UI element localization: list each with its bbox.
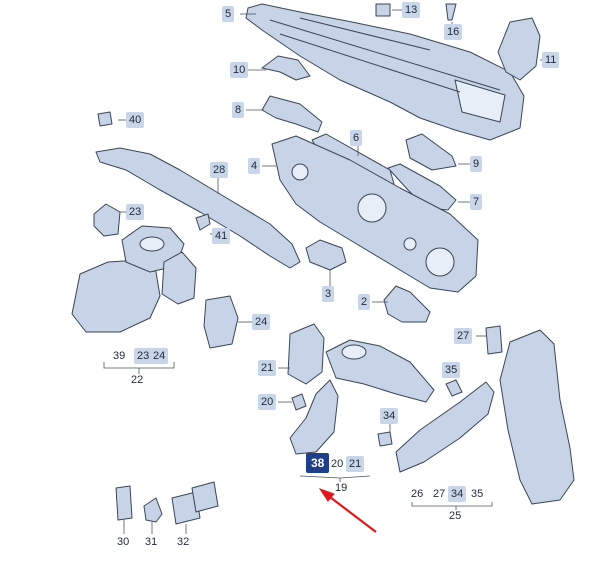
grommet-31 [143,497,163,523]
bracket-8 [261,95,323,133]
plate-3 [305,239,347,271]
panel-21 [287,323,325,385]
label-part-7[interactable]: 7 [470,194,483,210]
bumper-30 [115,485,133,521]
label-part-21[interactable]: 21 [258,360,277,376]
label-part-20-group[interactable]: 20 [331,458,344,470]
red-arrow [318,488,377,533]
bracket-23 [93,203,121,237]
label-part-11[interactable]: 11 [542,52,560,68]
label-part-40[interactable]: 40 [126,112,145,128]
label-part-28[interactable]: 28 [210,162,229,178]
label-part-21-group[interactable]: 21 [346,456,365,472]
label-part-23-group[interactable]: 23 [134,348,153,364]
rail-26 [395,381,495,473]
label-part-8[interactable]: 8 [232,102,245,118]
bracket-9 [405,133,457,171]
bracket-10 [261,55,311,81]
label-part-39[interactable]: 39 [113,350,126,362]
label-part-20[interactable]: 20 [258,394,277,410]
cross-member-28 [95,147,301,269]
bracket-27 [485,325,503,355]
label-part-6[interactable]: 6 [350,130,363,146]
label-part-23[interactable]: 23 [126,204,145,220]
part-24-left [161,251,197,305]
side-panel-right [499,329,575,505]
bracket-2 [383,285,431,323]
label-part-4[interactable]: 4 [248,158,261,174]
label-part-27-group[interactable]: 27 [433,488,446,500]
pads-32 [171,491,201,525]
label-group-22[interactable]: 22 [131,374,144,386]
plenum-panel-5 [245,3,525,141]
label-part-30[interactable]: 30 [117,536,130,548]
label-group-25[interactable]: 25 [449,510,462,522]
label-part-10[interactable]: 10 [230,62,249,78]
part-38 [289,379,339,455]
label-part-31[interactable]: 31 [145,536,158,548]
label-part-3[interactable]: 3 [322,286,335,302]
wheel-arch-22 [71,259,161,333]
label-part-27[interactable]: 27 [454,328,473,344]
label-part-9[interactable]: 9 [470,156,483,172]
bracket-7 [387,163,457,211]
label-part-34-group[interactable]: 34 [448,486,467,502]
label-part-41[interactable]: 41 [212,228,231,244]
pads-32b [191,481,219,513]
pin-16 [445,3,457,21]
label-part-26[interactable]: 26 [411,488,424,500]
part-24-right [203,295,239,349]
plenum-panel-5-opening [454,79,506,123]
label-part-13[interactable]: 13 [402,2,421,18]
label-part-38-highlighted[interactable]: 38 [306,453,330,473]
bolt-41 [195,213,211,231]
label-part-32[interactable]: 32 [177,536,190,548]
label-part-2[interactable]: 2 [358,294,371,310]
clip-13 [375,3,391,17]
label-group-19[interactable]: 19 [335,482,348,494]
part-35 [445,379,463,397]
label-part-24[interactable]: 24 [252,314,271,330]
label-part-35-group[interactable]: 35 [471,488,484,500]
label-part-34[interactable]: 34 [380,408,399,424]
bracket-11 [497,17,541,81]
clip-20 [291,393,307,411]
label-part-35[interactable]: 35 [442,362,461,378]
label-part-16[interactable]: 16 [444,24,463,40]
label-part-24-group[interactable]: 24 [150,348,169,364]
strut-tower-right [325,339,435,403]
nut-34 [377,431,393,447]
label-part-5[interactable]: 5 [222,6,235,22]
nut-40 [97,111,113,127]
